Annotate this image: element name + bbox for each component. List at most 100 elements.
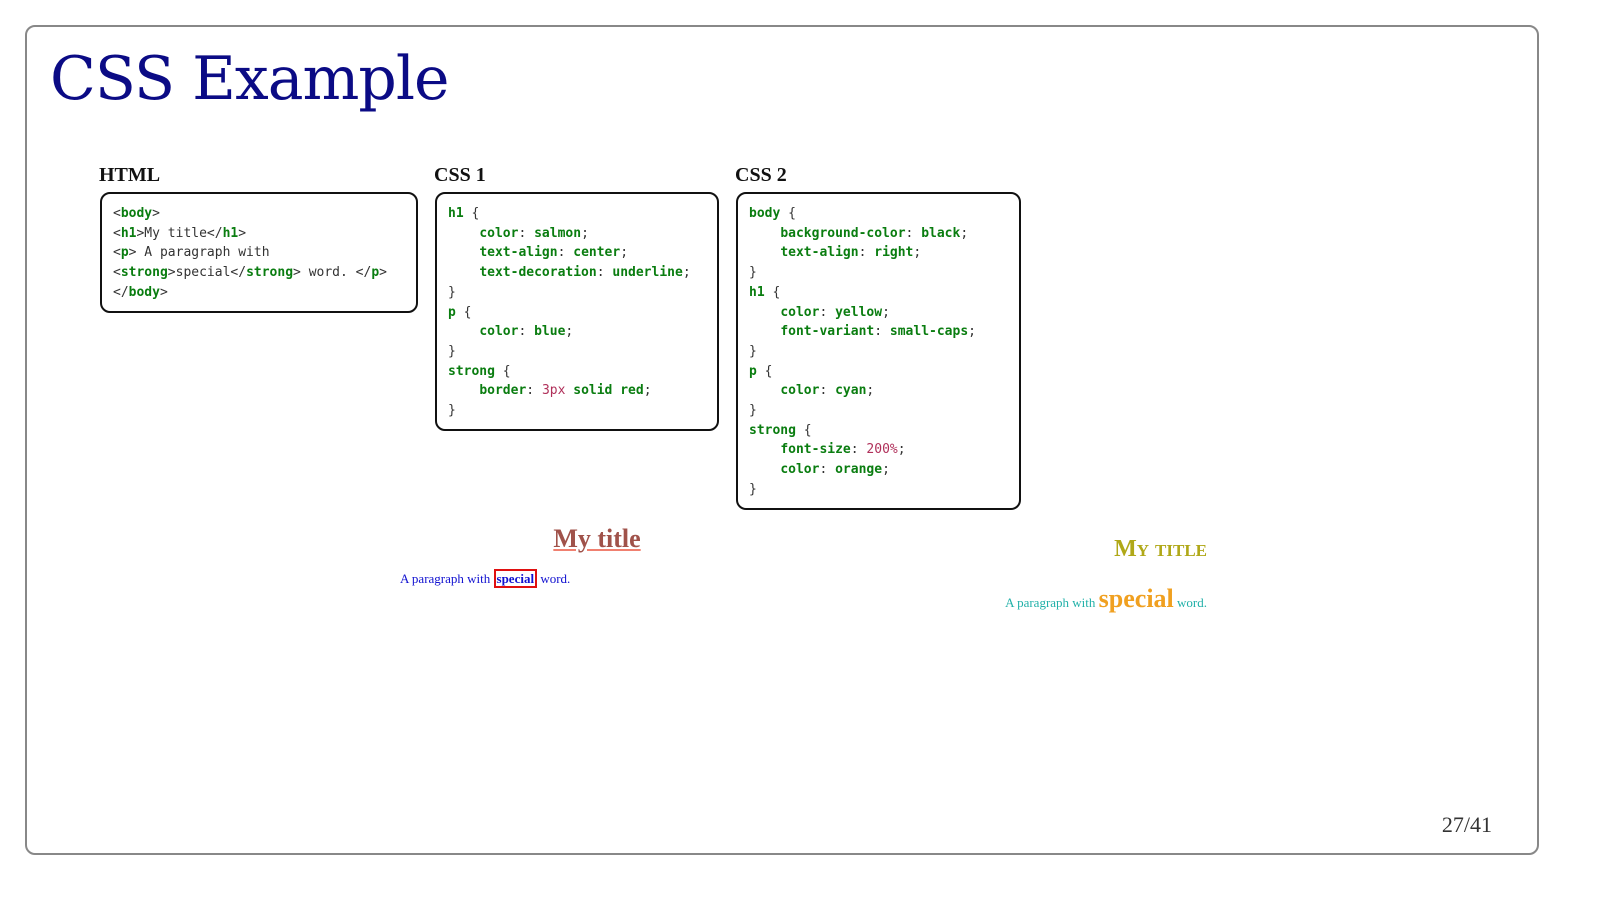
code-keyword: background-color: [780, 225, 906, 241]
render1-paragraph: A paragraph with special word.: [400, 569, 570, 588]
code-text: :: [819, 304, 836, 320]
code: h1 { color: salmon; text-align: center; …: [448, 204, 717, 421]
code-keyword: strong: [246, 265, 294, 281]
code-text: :: [850, 442, 867, 458]
code-text: [448, 226, 479, 241]
code-line: color: cyan;: [749, 381, 1019, 401]
code-line: <p> A paragraph with: [113, 243, 416, 263]
text: word.: [1173, 595, 1207, 610]
code-keyword: color: [780, 304, 820, 320]
code-text: ;: [968, 324, 976, 340]
code-text: >: [238, 225, 247, 241]
code-text: {: [756, 363, 773, 379]
html-code-box: <body><h1>My title</h1><p> A paragraph w…: [100, 192, 418, 313]
code-keyword: h1: [222, 225, 239, 241]
code-keyword: text-align: [780, 245, 859, 261]
code-line: color: blue;: [448, 322, 717, 342]
code-keyword: body: [128, 284, 160, 300]
code-text: ;: [565, 324, 574, 340]
code-keyword: right: [874, 245, 914, 261]
code-line: p {: [749, 362, 1019, 382]
code-keyword: small-caps: [889, 324, 969, 340]
code-text: [749, 226, 780, 241]
code-number: 200%: [866, 442, 898, 458]
code-keyword: center: [573, 245, 621, 261]
css1-label: CSS 1: [434, 164, 486, 186]
special-word: special: [1098, 584, 1174, 613]
code-keyword: p: [749, 363, 757, 379]
code-keyword: strong: [448, 363, 495, 379]
code-text: [749, 245, 780, 260]
code-number: 3px: [541, 383, 566, 399]
code-line: }: [448, 342, 717, 362]
code-line: <h1>My title</h1>: [113, 224, 416, 244]
code-text: }: [448, 284, 456, 300]
code-keyword: color: [780, 462, 820, 478]
code-line: }: [749, 401, 1019, 421]
code-text: >: [379, 265, 387, 281]
code: body { background-color: black; text-ali…: [749, 204, 1019, 500]
code-text: [749, 324, 780, 339]
css2-code-box: body { background-color: black; text-ali…: [736, 192, 1021, 510]
code-text: :: [518, 225, 535, 241]
code-keyword: body: [120, 206, 153, 221]
code-keyword: salmon: [534, 225, 582, 241]
code-text: [448, 265, 479, 280]
code-text: <: [113, 225, 121, 241]
code-keyword: text-decoration: [479, 265, 597, 281]
code-line: font-size: 200%;: [749, 440, 1019, 460]
code-line: }: [749, 342, 1019, 362]
code-text: {: [463, 206, 480, 221]
code-text: }: [749, 343, 757, 359]
code-text: {: [455, 304, 472, 320]
code-keyword: font-variant: [780, 324, 875, 340]
code-text: :: [526, 383, 542, 399]
text: A paragraph with: [1005, 595, 1099, 610]
code-keyword: color: [479, 225, 519, 241]
text: A paragraph with: [400, 571, 494, 586]
code-line: text-align: center;: [448, 243, 717, 263]
code-text: ;: [897, 442, 906, 458]
code-line: }: [749, 263, 1019, 283]
code-text: }: [749, 481, 757, 497]
code-text: {: [795, 422, 812, 438]
code-text: ;: [643, 383, 652, 399]
code-line: text-align: right;: [749, 243, 1019, 263]
code-keyword: body: [749, 206, 781, 221]
code: <body><h1>My title</h1><p> A paragraph w…: [113, 204, 416, 303]
code-keyword: blue: [534, 324, 566, 340]
code-keyword: black: [921, 225, 961, 241]
code-text: :: [819, 383, 836, 399]
code-text: :: [557, 245, 574, 261]
code-text: [448, 245, 479, 260]
code-keyword: orange: [835, 462, 883, 478]
code-text: >: [159, 284, 168, 300]
code-text: ;: [882, 462, 890, 478]
code-text: ;: [682, 265, 691, 281]
code-keyword: color: [479, 324, 519, 340]
special-word: special: [493, 569, 538, 588]
code-text: > word. </: [293, 265, 372, 281]
code-text: }: [448, 403, 456, 419]
code-line: }: [749, 480, 1019, 500]
code-text: :: [874, 324, 890, 340]
code-keyword: strong: [749, 422, 796, 438]
code-text: >special</: [167, 265, 247, 281]
code-keyword: h1: [120, 225, 137, 241]
code-keyword: text-align: [479, 245, 558, 261]
code-line: font-variant: small-caps;: [749, 322, 1019, 342]
code-text: > A paragraph with: [128, 245, 270, 261]
code-keyword: p: [448, 304, 456, 320]
code-keyword: solid red: [573, 383, 644, 399]
code-text: <: [113, 245, 121, 261]
code-keyword: h1: [749, 284, 765, 300]
code-text: [749, 462, 780, 477]
code-text: }: [749, 265, 757, 281]
code-keyword: strong: [120, 265, 168, 281]
code-line: }: [448, 283, 717, 303]
slide-title: CSS Example: [50, 44, 450, 114]
code-line: p {: [448, 303, 717, 323]
code-line: color: salmon;: [448, 224, 717, 244]
code-text: }: [749, 403, 757, 419]
code-text: ;: [581, 225, 589, 241]
